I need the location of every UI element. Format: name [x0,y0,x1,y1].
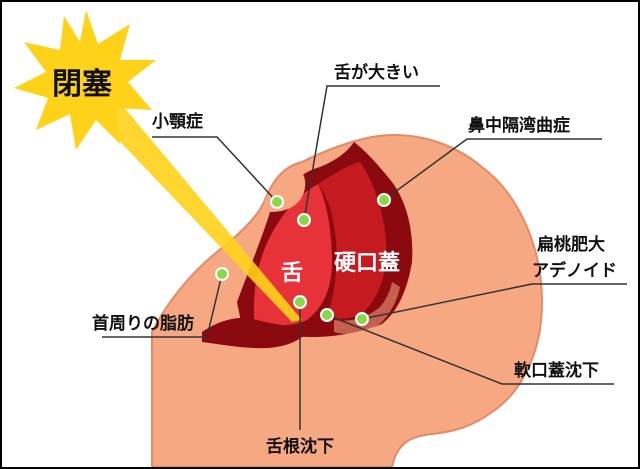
marker-neck-fat [215,267,229,281]
leader-septum [383,138,602,201]
leader-big-tongue [303,85,440,221]
marker-tongue-base [293,295,307,309]
jaw-shape [202,317,312,349]
leader-lines [102,85,627,430]
leader-tonsil [361,283,627,320]
hard-palate-label: 硬口蓋 [334,250,400,276]
markers [215,193,391,326]
hard-palate-shape [318,162,387,319]
obstruction-beam [87,87,302,322]
big-tongue-label: 舌が大きい [334,62,419,83]
soft-palate-shape [334,282,400,334]
soft-palate-label: 軟口蓋沈下 [514,360,599,381]
small-jaw-label: 小顎症 [152,111,203,132]
tongue-label: 舌 [281,261,303,286]
tonsil-label-1: 扁桃肥大 [537,234,605,255]
leader-soft-palate [326,314,614,385]
marker-big-tongue [297,213,311,227]
marker-small-jaw [270,195,284,209]
burst-label: 閉塞 [52,67,112,102]
tonsil-label-2: アデノイド [532,260,617,281]
marker-septum [377,193,391,207]
septum-label: 鼻中隔湾曲症 [468,115,570,136]
marker-tonsil [355,312,369,326]
leader-small-jaw [152,136,278,203]
neck-fat-label: 首周りの脂肪 [92,313,194,334]
marker-soft-palate [320,308,334,322]
tongue-base-label: 舌根沈下 [266,436,334,457]
leader-neck-fat [102,273,223,338]
obstruction-burst: 閉塞 [14,10,156,150]
